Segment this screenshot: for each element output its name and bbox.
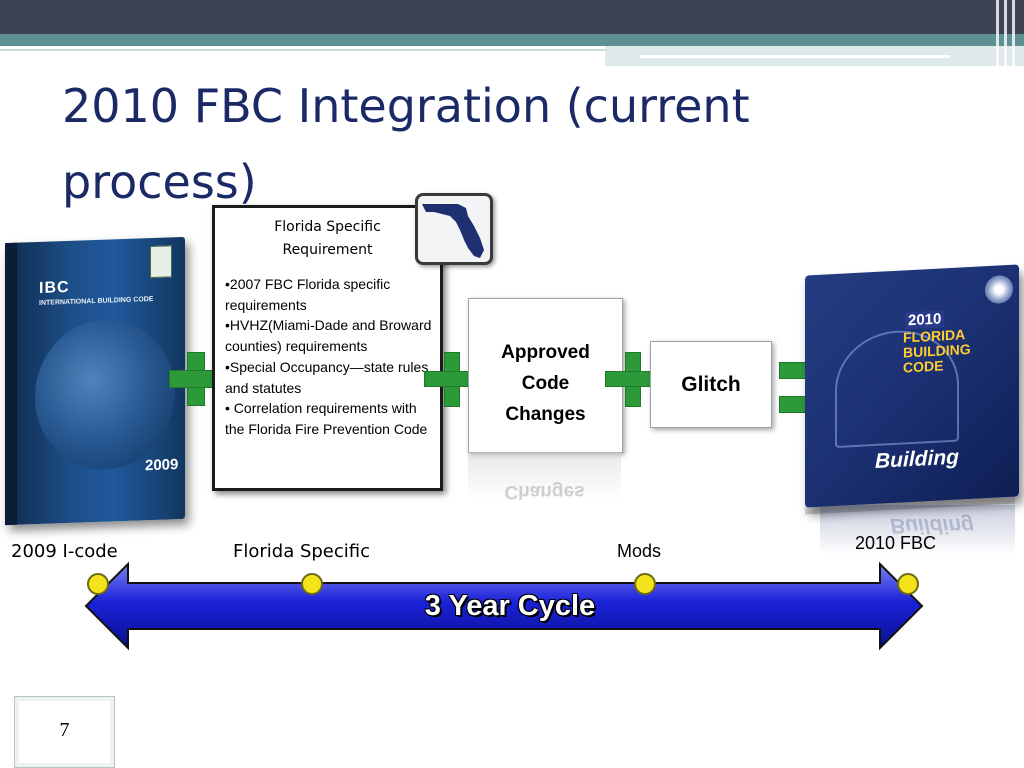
fbc-book-subtitle: Building — [875, 445, 959, 473]
timeline-dot — [897, 573, 919, 595]
timeline-label-icode: 2009 I-code — [11, 541, 118, 562]
fbc-book-reflection: Building — [820, 505, 1015, 555]
florida-heading-line-2: Requirement — [282, 242, 373, 258]
globe-graphic — [35, 317, 175, 473]
ibc-logo: IBC — [39, 278, 70, 297]
approved-box-reflection: Changes — [468, 452, 621, 502]
header-stripe — [996, 0, 999, 66]
ibc-book-name: INTERNATIONAL BUILDING CODE — [39, 295, 154, 307]
ibc-book-year: 2009 — [145, 456, 179, 475]
approved-code-changes-box: Approved Code Changes — [468, 298, 623, 453]
plus-icon — [605, 371, 661, 387]
approved-line-3: Changes — [505, 404, 586, 425]
timeline-label-fbc: 2010 FBC — [855, 533, 937, 553]
fbc-book-year: 2010 — [905, 310, 945, 330]
list-item: •2007 FBC Florida specific requirements — [225, 276, 391, 313]
approved-line-1: Approved — [501, 342, 590, 363]
ibc-book-image: IBC INTERNATIONAL BUILDING CODE 2009 — [5, 236, 185, 526]
florida-map-icon — [415, 193, 493, 265]
list-item: •Special Occupancy—state rules and statu… — [225, 358, 429, 396]
approved-box-label: Approved Code Changes — [469, 337, 622, 430]
timeline-dot — [87, 573, 109, 595]
fbc-name-line-3: CODE — [903, 357, 944, 376]
florida-requirements-list: •2007 FBC Florida specific requirements … — [225, 274, 437, 440]
florida-heading-line-1: Florida Specific — [274, 219, 381, 235]
page-number-box: 7 — [14, 696, 115, 768]
plus-icon — [424, 371, 480, 387]
florida-box-heading: Florida Specific Requirement — [215, 216, 440, 262]
slide-title: 2010 FBC Integration (current process) — [62, 68, 922, 220]
header-band-teal — [0, 34, 1024, 46]
list-item: • Correlation requirements with the Flor… — [225, 400, 428, 437]
timeline-label-florida: Florida Specific — [233, 541, 371, 562]
glitch-box: Glitch — [650, 341, 772, 428]
timeline-double-arrow — [84, 561, 924, 651]
book-spine — [5, 242, 17, 526]
reflection-text: Changes — [504, 481, 585, 502]
header-line — [0, 49, 605, 51]
plus-icon — [169, 370, 223, 388]
glitch-label: Glitch — [681, 373, 741, 396]
icc-badge-icon — [150, 245, 172, 279]
list-item: •HVHZ(Miami-Dade and Broward counties) r… — [225, 317, 432, 355]
florida-seal-icon — [985, 274, 1013, 305]
florida-map-shape — [422, 204, 484, 258]
timeline-label-mods: Mods — [617, 541, 662, 561]
florida-requirements-box: Florida Specific Requirement •2007 FBC F… — [212, 205, 443, 491]
florida-building-code-book-image: 2010 FLORIDA BUILDING CODE Building — [805, 264, 1019, 508]
title-line-1: 2010 FBC Integration (current — [62, 79, 750, 133]
header-stripe — [1004, 0, 1007, 66]
title-line-2: process) — [62, 155, 257, 209]
timeline-dot — [634, 573, 656, 595]
cycle-label: 3 Year Cycle — [424, 590, 596, 622]
page-number: 7 — [59, 719, 70, 741]
fbc-book-name: FLORIDA BUILDING CODE — [903, 325, 1013, 376]
timeline-dot — [301, 573, 323, 595]
approved-line-2: Code — [521, 373, 570, 394]
header-line — [640, 55, 950, 58]
header-stripe — [1012, 0, 1015, 66]
header-band-dark — [0, 0, 1024, 34]
